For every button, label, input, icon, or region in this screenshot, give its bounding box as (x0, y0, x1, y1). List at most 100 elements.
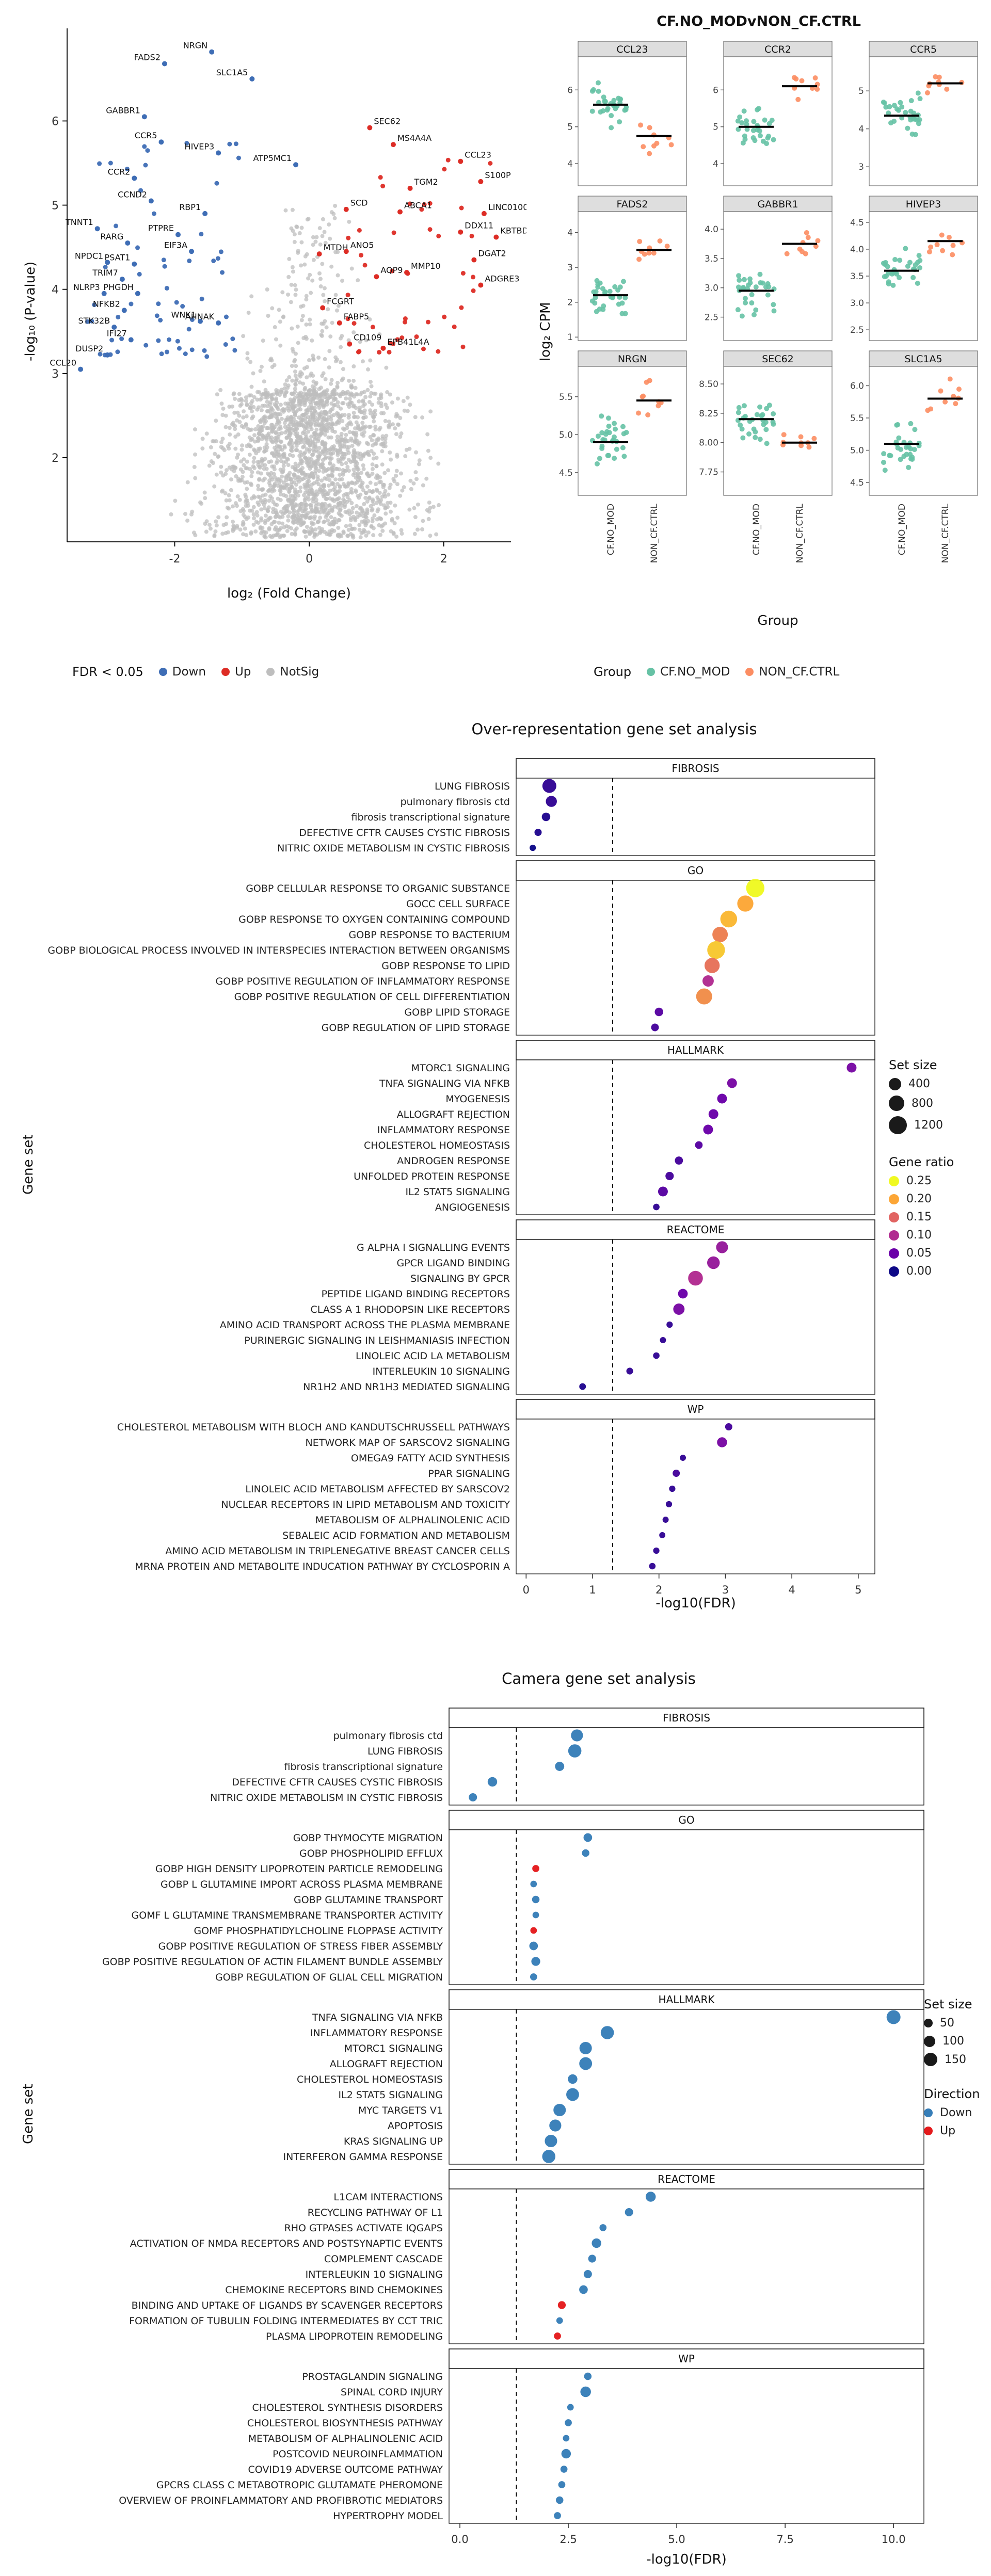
svg-text:WP: WP (678, 2353, 695, 2365)
camera-yaxis-label: Gene set (21, 2084, 36, 2144)
legend-entry: Up (924, 2124, 991, 2137)
svg-text:DEFECTIVE CFTR CAUSES CYSTIC F: DEFECTIVE CFTR CAUSES CYSTIC FIBROSIS (232, 1777, 443, 1788)
svg-text:GOBP THYMOCYTE MIGRATION: GOBP THYMOCYTE MIGRATION (293, 1832, 443, 1844)
svg-text:RECYCLING PATHWAY OF L1: RECYCLING PATHWAY OF L1 (308, 2207, 443, 2218)
svg-text:PTPRE: PTPRE (148, 223, 174, 233)
camera-xaxis-label: -log10(FDR) (646, 2552, 727, 2567)
svg-text:MYC TARGETS V1: MYC TARGETS V1 (358, 2105, 443, 2116)
legend-dot (924, 2019, 933, 2027)
ora-yaxis-label: Gene set (21, 1134, 36, 1195)
svg-text:RBP1: RBP1 (179, 202, 201, 212)
svg-text:GOMF PHOSPHATIDYLCHOLINE FLOPP: GOMF PHOSPHATIDYLCHOLINE FLOPPASE ACTIVI… (194, 1925, 443, 1937)
legend-entry-label: 0.15 (906, 1211, 932, 1223)
svg-text:6: 6 (52, 115, 59, 128)
svg-text:CCR5: CCR5 (135, 131, 157, 140)
svg-text:PSAT1: PSAT1 (105, 253, 131, 263)
svg-text:TNNT1: TNNT1 (65, 217, 93, 227)
legend-dot (158, 668, 167, 676)
svg-text:MTORC1 SIGNALING: MTORC1 SIGNALING (411, 1062, 510, 1074)
legend-entry: 0.20 (889, 1193, 987, 1205)
svg-text:CF.NO_MOD: CF.NO_MOD (752, 504, 762, 555)
legend-entry-label: 400 (908, 1077, 930, 1090)
stripchart-xaxis-label: Group (757, 613, 798, 629)
volcano-yaxis-label: -log₁₀ (P-value) (23, 261, 38, 361)
legend-entry-label: 1200 (914, 1119, 943, 1132)
svg-text:INFLAMMATORY RESPONSE: INFLAMMATORY RESPONSE (377, 1124, 510, 1136)
svg-text:DUSP2: DUSP2 (75, 344, 103, 353)
svg-text:CCR5: CCR5 (910, 44, 937, 55)
svg-text:HIVEP3: HIVEP3 (906, 199, 941, 210)
legend-entry: 400 (889, 1077, 987, 1090)
volcano-labeled-genes: NRGNFADS2SLC1A5GABBR1CCR5HIVEP3CCR2CCND2… (50, 41, 526, 372)
svg-text:FIBROSIS: FIBROSIS (663, 1712, 710, 1724)
svg-text:GOBP CELLULAR RESPONSE TO ORGA: GOBP CELLULAR RESPONSE TO ORGANIC SUBSTA… (246, 883, 510, 894)
svg-text:NON_CF.CTRL: NON_CF.CTRL (795, 503, 805, 563)
svg-text:5.0: 5.0 (559, 430, 573, 440)
svg-text:4.5: 4.5 (559, 468, 573, 478)
svg-text:GOBP REGULATION OF GLIAL CELL: GOBP REGULATION OF GLIAL CELL MIGRATION (215, 1972, 443, 1983)
svg-text:pulmonary fibrosis ctd: pulmonary fibrosis ctd (333, 1730, 443, 1742)
svg-text:NITRIC OXIDE METABOLISM IN CYS: NITRIC OXIDE METABOLISM IN CYSTIC FIBROS… (277, 843, 510, 854)
svg-text:GOBP RESPONSE TO OXYGEN CONTAI: GOBP RESPONSE TO OXYGEN CONTAINING COMPO… (238, 914, 510, 925)
svg-text:SIGNALING BY GPCR: SIGNALING BY GPCR (410, 1273, 510, 1284)
svg-text:PPAR SIGNALING: PPAR SIGNALING (428, 1468, 510, 1479)
svg-text:NLRP3: NLRP3 (73, 282, 100, 292)
legend-entry: 1200 (889, 1116, 987, 1134)
svg-text:PEPTIDE LIGAND BINDING RECEPTO: PEPTIDE LIGAND BINDING RECEPTORS (322, 1289, 510, 1300)
legend-entry-label: CF.NO_MOD (660, 665, 730, 679)
svg-text:SPINAL CORD INJURY: SPINAL CORD INJURY (341, 2387, 443, 2398)
svg-text:fibrosis transcriptional signa: fibrosis transcriptional signature (284, 1761, 443, 1773)
svg-text:6.0: 6.0 (850, 381, 864, 392)
camera-title: Camera gene set analysis (502, 1670, 696, 1687)
svg-text:DEFECTIVE CFTR CAUSES CYSTIC F: DEFECTIVE CFTR CAUSES CYSTIC FIBROSIS (299, 827, 510, 839)
svg-text:CD109: CD109 (354, 333, 381, 343)
legend-dot (889, 1194, 899, 1204)
svg-text:NFKB2: NFKB2 (93, 299, 120, 309)
svg-text:4: 4 (567, 228, 573, 238)
svg-text:CCND2: CCND2 (118, 189, 147, 199)
svg-text:AMINO ACID TRANSPORT ACROSS TH: AMINO ACID TRANSPORT ACROSS THE PLASMA M… (220, 1319, 510, 1331)
svg-text:3.5: 3.5 (705, 254, 718, 264)
svg-text:GOBP LIPID STORAGE: GOBP LIPID STORAGE (404, 1007, 510, 1018)
svg-text:ALLOGRAFT REJECTION: ALLOGRAFT REJECTION (330, 2058, 443, 2070)
svg-text:PHGDH: PHGDH (103, 282, 133, 292)
svg-text:3: 3 (722, 1584, 729, 1596)
legend-entry: Up (221, 665, 251, 679)
svg-text:OMEGA9 FATTY ACID SYNTHESIS: OMEGA9 FATTY ACID SYNTHESIS (351, 1453, 510, 1464)
svg-text:IFI27: IFI27 (107, 329, 127, 339)
svg-text:GOBP POSITIVE REGULATION OF AC: GOBP POSITIVE REGULATION OF ACTIN FILAME… (102, 1956, 443, 1968)
svg-text:MMP10: MMP10 (411, 261, 441, 271)
svg-text:PLASMA LIPOPROTEIN REMODELING: PLASMA LIPOPROTEIN REMODELING (266, 2331, 443, 2342)
legend-entry-label: 0.05 (906, 1247, 932, 1260)
svg-text:GOBP L GLUTAMINE IMPORT ACROSS: GOBP L GLUTAMINE IMPORT ACROSS PLASMA ME… (161, 1879, 443, 1890)
svg-text:NITRIC OXIDE METABOLISM IN CYS: NITRIC OXIDE METABOLISM IN CYSTIC FIBROS… (210, 1792, 443, 1804)
svg-text:2: 2 (567, 298, 573, 308)
svg-text:4.0: 4.0 (705, 224, 718, 235)
svg-text:GOBP POSITIVE REGULATION OF ST: GOBP POSITIVE REGULATION OF STRESS FIBER… (158, 1941, 443, 1952)
svg-text:ABCA1: ABCA1 (404, 201, 432, 211)
svg-text:MYOGENESIS: MYOGENESIS (445, 1093, 510, 1105)
svg-text:INTERFERON GAMMA RESPONSE: INTERFERON GAMMA RESPONSE (283, 2151, 443, 2163)
svg-text:pulmonary fibrosis ctd: pulmonary fibrosis ctd (401, 796, 510, 808)
svg-text:NPDC1: NPDC1 (75, 251, 103, 261)
svg-text:MS4A4A: MS4A4A (397, 133, 431, 143)
svg-text:AMINO ACID METABOLISM IN TRIPL: AMINO ACID METABOLISM IN TRIPLENEGATIVE … (165, 1545, 510, 1557)
svg-text:L1CAM INTERACTIONS: L1CAM INTERACTIONS (333, 2192, 443, 2203)
svg-text:ACTIVATION OF NMDA RECEPTORS A: ACTIVATION OF NMDA RECEPTORS AND POSTSYN… (130, 2238, 443, 2249)
svg-text:CCL20: CCL20 (50, 358, 76, 368)
legend-entry-label: 50 (940, 2017, 954, 2030)
svg-text:ATP5MC1: ATP5MC1 (253, 153, 292, 163)
svg-text:2.5: 2.5 (560, 2533, 577, 2546)
svg-text:CF.NO_MOD: CF.NO_MOD (606, 504, 616, 555)
legend-dot (889, 1096, 904, 1111)
